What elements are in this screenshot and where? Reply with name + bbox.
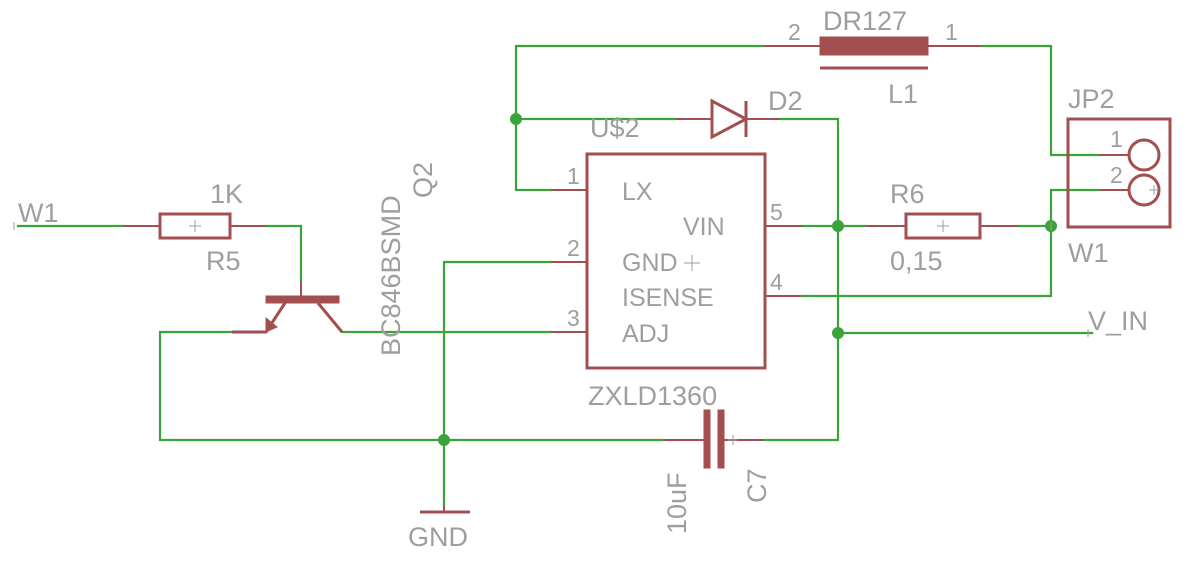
- u2-pin-1: 1: [567, 163, 580, 189]
- u2-name: U$2: [590, 113, 640, 143]
- wire-c7-to-vin: [762, 224, 840, 442]
- connector-jp2[interactable]: [1066, 117, 1172, 229]
- u2-pin-5: 5: [770, 199, 783, 225]
- inductor-l1[interactable]: [764, 36, 982, 70]
- wire-l1-to-jp2: [980, 44, 1102, 157]
- r5-name: R5: [206, 246, 241, 276]
- transistor-q2[interactable]: [232, 282, 344, 334]
- net-label-w1-right: W1: [1068, 238, 1109, 268]
- u2-value: ZXLD1360: [588, 381, 717, 411]
- junction-vin: [832, 220, 844, 232]
- l1-pin-2: 2: [788, 19, 801, 45]
- q2-value: BC846BSMD: [376, 195, 406, 356]
- l1-name: L1: [888, 79, 918, 109]
- jp2-pin-2: 2: [1110, 162, 1123, 188]
- u2-pin-2: 2: [567, 235, 580, 261]
- net-label-gnd: GND: [408, 522, 468, 552]
- labels: W1 1K R5 BC846BSMD Q2 U$2 ZXLD1360 1 2 3…: [18, 6, 1148, 552]
- wire-isense-loop: [800, 188, 1102, 298]
- junction-v-in: [832, 327, 844, 339]
- junctions: [438, 113, 1057, 446]
- wire-d2-to-vin: [778, 117, 840, 228]
- jp2-pad-1-icon: [1127, 138, 1161, 172]
- diode-d2[interactable]: [676, 98, 780, 140]
- c7-name: C7: [742, 468, 772, 503]
- u2-pin-isense: ISENSE: [622, 284, 714, 312]
- resistor-r6[interactable]: [866, 212, 1018, 240]
- d2-name: D2: [768, 86, 803, 116]
- r6-value: 0,15: [890, 246, 943, 276]
- ground-symbol: [420, 506, 470, 514]
- resistor-r5[interactable]: [124, 212, 266, 240]
- capacitor-c7[interactable]: [664, 409, 764, 469]
- u2-pin-gnd: GND: [622, 249, 678, 277]
- u2-pin-3: 3: [567, 305, 580, 331]
- wires: [16, 44, 1102, 508]
- ic-u2[interactable]: [551, 152, 802, 370]
- junction-gnd: [438, 434, 450, 446]
- u2-pin-vin: VIN: [683, 213, 725, 241]
- jp2-pin-1: 1: [1110, 126, 1123, 152]
- u2-pin-adj: ADJ: [622, 320, 669, 348]
- r5-value: 1K: [210, 179, 243, 209]
- l1-value: DR127: [823, 6, 907, 36]
- u2-pin-lx: LX: [622, 178, 653, 206]
- net-label-w1-left: W1: [18, 198, 59, 228]
- wire-gnd-bus: [442, 260, 553, 508]
- jp2-name: JP2: [1068, 84, 1115, 114]
- c7-value: 10uF: [662, 472, 692, 534]
- diode-triangle-icon: [710, 98, 750, 140]
- wire-q2-emitter-loop: [158, 330, 446, 442]
- junction-lx: [510, 113, 522, 125]
- r6-name: R6: [890, 179, 925, 209]
- u2-pin-4: 4: [770, 269, 783, 295]
- l1-pin-1: 1: [945, 19, 958, 45]
- q2-emitter-arrow-icon: [265, 316, 278, 333]
- net-label-v-in: V_IN: [1088, 306, 1148, 336]
- q2-name: Q2: [408, 162, 438, 198]
